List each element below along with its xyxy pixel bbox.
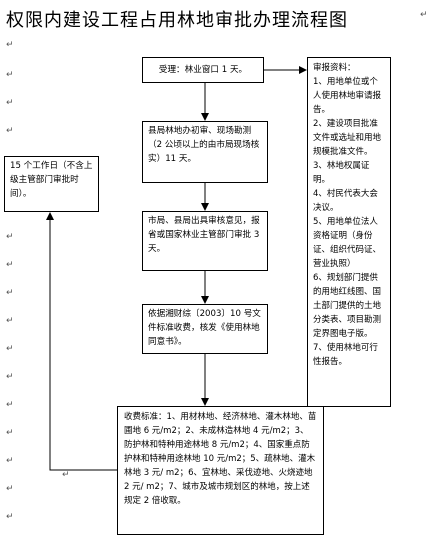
materials-item: 2、建设项目批准文件或选址和用地规模批准文件。 <box>313 119 382 157</box>
step-review-text: 县局林地办初审、现场勘测（2 公顷以上的由市局现场核实）11 天。 <box>148 126 260 164</box>
materials-item: 6、规划部门提供的用地红线图、国土部门提供的土地分类表、项目勘测定界图电子版。 <box>313 273 382 339</box>
paragraph-mark: ↵ <box>6 372 14 382</box>
page-title: 权限内建设工程占用林地审批办理流程图 <box>6 10 348 31</box>
materials-item: 3、林地权属证明。 <box>313 161 370 185</box>
paragraph-mark: ↵ <box>6 288 14 298</box>
paragraph-mark: ↵ <box>6 428 14 438</box>
paragraph-mark: ↵ <box>6 316 14 326</box>
paragraph-mark: ↵ <box>6 400 14 410</box>
step-review-box: 县局林地办初审、现场勘测（2 公顷以上的由市局现场核实）11 天。 <box>142 121 268 183</box>
materials-box: 审报资料： 1、用地单位或个人使用林地审请报告。 2、建设项目批准文件或选址和用… <box>307 57 391 407</box>
paragraph-mark: ↵ <box>62 470 70 480</box>
paragraph-mark: ↵ <box>6 232 14 242</box>
paragraph-mark: ↵ <box>6 456 14 466</box>
paragraph-mark: ↵ <box>6 260 14 270</box>
step-fee-doc-text: 依据湘财综〔2003〕10 号文件标准收费，核发《使用林地同意书》。 <box>148 309 261 347</box>
materials-item: 1、用地单位或个人使用林地审请报告。 <box>313 77 382 115</box>
time-limit-text: 15 个工作日（不含上级主管部门审批时间）。 <box>10 161 93 199</box>
paragraph-mark: ↵ <box>6 40 14 50</box>
paragraph-mark: ↵ <box>6 344 14 354</box>
step-approve-text: 市局、县局出具审核意见，报省或国家林业主管部门审批 3 天。 <box>148 216 260 254</box>
arrow-fee-to-time <box>46 212 117 471</box>
step-accept-box: 受理：林业窗口 1 天。 <box>142 57 264 83</box>
materials-item: 5、用地单位法人资格证明（身份证、组织代码证、营业执照） <box>313 217 382 269</box>
step-accept-text: 受理：林业窗口 1 天。 <box>158 65 248 75</box>
fee-standard-box: 收费标准：1、用材林地、经济林地、灌木林地、苗圃地 6 元/m2；2、未成林造林… <box>117 406 324 535</box>
paragraph-mark: ↵ <box>6 70 14 80</box>
step-approve-box: 市局、县局出具审核意见，报省或国家林业主管部门审批 3 天。 <box>142 211 268 271</box>
fee-standard-text: 收费标准：1、用材林地、经济林地、灌木林地、苗圃地 6 元/m2；2、未成林造林… <box>124 412 317 506</box>
paragraph-mark: ↵ <box>6 484 14 494</box>
paragraph-mark: ↵ <box>420 10 428 20</box>
paragraph-mark: ↵ <box>6 126 14 136</box>
materials-item: 7、使用林地可行性报告。 <box>313 343 378 367</box>
time-limit-box: 15 个工作日（不含上级主管部门审批时间）。 <box>4 156 99 212</box>
materials-heading: 审报资料： <box>313 63 356 73</box>
step-fee-doc-box: 依据湘财综〔2003〕10 号文件标准收费，核发《使用林地同意书》。 <box>142 304 268 354</box>
materials-item: 4、村民代表大会决议。 <box>313 189 378 213</box>
paragraph-mark: ↵ <box>6 98 14 108</box>
paragraph-mark: ↵ <box>6 512 14 522</box>
